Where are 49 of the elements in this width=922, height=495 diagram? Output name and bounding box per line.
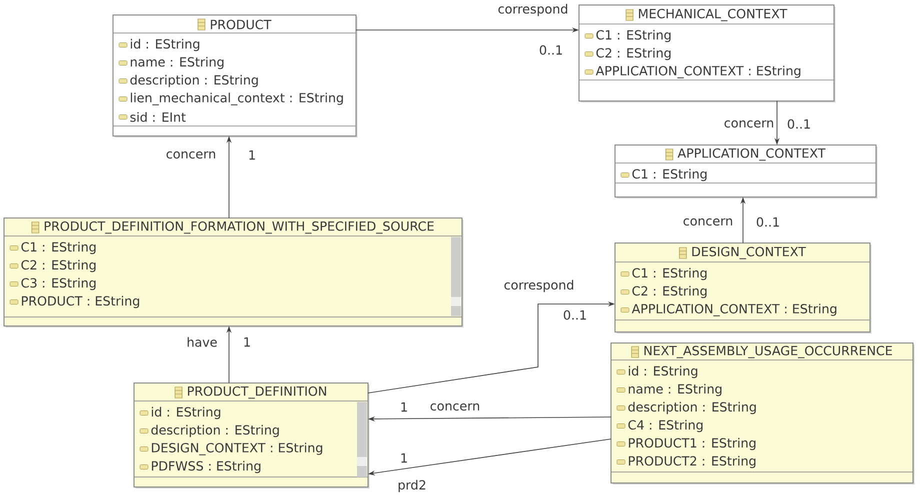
class-name: APPLICATION_CONTEXT — [678, 148, 826, 161]
attribute-text: PRODUCT1 : EString — [628, 438, 756, 450]
attribute-text: C3 : EString — [21, 278, 96, 290]
attribute-text: C2 : EString — [21, 260, 96, 272]
attribute-text: id : EString — [130, 38, 200, 52]
multiplicity-label: 0..1 — [562, 309, 588, 321]
multiplicity-label: 0..1 — [786, 118, 812, 130]
class-name: DESIGN_CONTEXT — [692, 246, 806, 260]
edge-label: have — [186, 336, 218, 348]
multiplicity-label: 1 — [247, 149, 258, 161]
attribute-text: id : EString — [628, 366, 698, 378]
attribute-text: C1 : EString — [632, 168, 707, 182]
attribute-text: lien_mechanical_context : EString — [130, 92, 343, 106]
attribute-text: description : EString — [130, 74, 258, 88]
attribute-text: name : EString — [130, 56, 224, 70]
class-name: PRODUCT — [210, 20, 272, 30]
edge-label: correspond — [496, 2, 570, 18]
attribute-text: APPLICATION_CONTEXT : EString — [596, 66, 800, 78]
multiplicity-label: 1 — [399, 452, 409, 464]
multiplicity-label: 0..1 — [754, 216, 782, 228]
attribute-text: C1 : EString — [632, 268, 707, 280]
attribute-text: PDFWSS : EString — [152, 460, 260, 474]
multiplicity-label: 1 — [399, 401, 409, 413]
attribute-text: sid : EInt — [130, 112, 186, 122]
edge-label: prd2 — [396, 478, 428, 494]
edge-label: correspond — [502, 278, 576, 294]
attribute-text: C1 : EString — [21, 242, 96, 254]
attribute-text: PRODUCT : EString — [22, 296, 140, 308]
class-name: NEXT_ASSEMBLY_USAGE_OCCURRENCE — [644, 346, 892, 358]
class-name: MECHANICAL_CONTEXT — [638, 8, 788, 22]
attribute-text: APPLICATION_CONTEXT : EString — [632, 304, 836, 316]
attribute-text: C4 : EString — [628, 420, 703, 432]
attribute-text: id : EString — [152, 406, 220, 420]
edge-label: concern — [164, 150, 218, 160]
attribute-text: DESIGN_CONTEXT : EString — [152, 442, 322, 456]
class-name: PRODUCT_DEFINITION_FORMATION_WITH_SPECIFIED_SOURCE — [44, 221, 434, 234]
attribute-text: C2 : EString — [632, 286, 707, 298]
multiplicity-label: 0..1 — [538, 44, 564, 56]
attribute-text: description : EString — [151, 424, 279, 438]
multiplicity-label: 1 — [242, 336, 252, 348]
class-name: PRODUCT_DEFINITION — [188, 386, 326, 399]
edge-label: concern — [682, 217, 734, 227]
edge-label: concern — [722, 119, 776, 129]
attribute-text: PRODUCT2 : EString — [628, 456, 756, 468]
attribute-text: name : EString — [628, 384, 722, 396]
attribute-text: C1 : EString — [596, 30, 671, 42]
attribute-text: C2 : EString — [596, 48, 671, 60]
attribute-text: description : EString — [628, 402, 756, 414]
edge-label: concern — [428, 402, 482, 412]
